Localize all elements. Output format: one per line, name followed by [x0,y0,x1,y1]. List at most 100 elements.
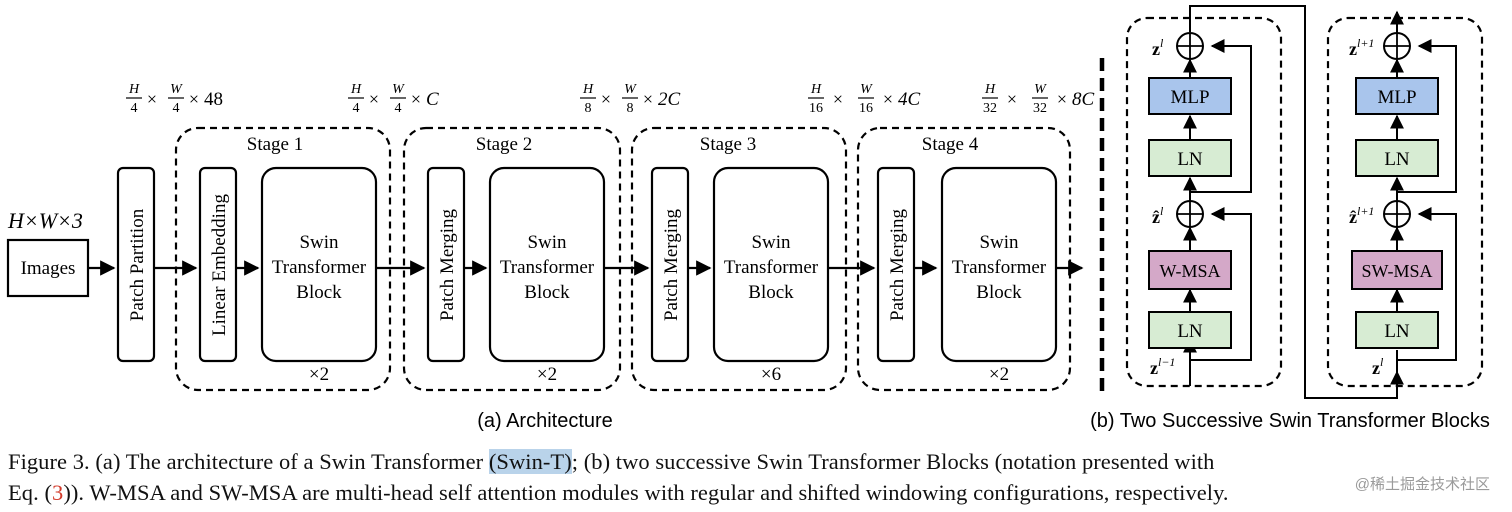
swin-block-1-line2: Transformer [272,257,367,278]
patch-merging-3-label: Patch Merging [661,208,682,321]
caption-part3: Eq. ( [8,480,52,505]
left-residual-2 [1190,39,1252,193]
linear-embedding-label: Linear Embedding [209,194,230,336]
dim-label-1-w-num: W [170,82,183,97]
dim-label-1-channels: 48 [204,89,223,110]
watermark: @稀土掘金技术社区 [1354,476,1490,493]
dim-label-5-h-num: H [984,82,996,97]
left-residual-1 [1190,207,1252,361]
images-box [6,238,90,298]
stage-4-label: Stage 4 [922,134,979,155]
dim-label-1-times1: × [147,89,157,109]
swin-block-1-line1: Swin [299,232,339,253]
left-mlp-box [1148,77,1232,115]
right-residual-2 [1397,39,1457,193]
swin-block-4-line1: Swin [979,232,1019,253]
patch-merging-2-box [426,166,466,363]
left-ln-top [1148,139,1232,177]
dim-label-5-w-den: 32 [1033,101,1047,116]
figure-caption: Figure 3. (a) The architecture of a Swin… [8,446,1508,508]
swin-block-1 [260,166,378,363]
dim-label-3-w-num: W [624,82,637,97]
connector-between-blocks [1189,5,1404,399]
dim-label-1-h-num: H [128,82,140,97]
swin-block-2 [488,166,606,363]
patch-partition-label: Patch Partition [127,208,148,321]
stage-1-repeat: ×2 [309,364,329,385]
dim-label-2-times2: × [411,89,421,109]
right-ln-bottom-label: LN [1384,321,1410,342]
dim-label-2-channels: C [426,89,439,110]
left-ln-bottom [1148,311,1232,349]
right-ln-top-label: LN [1384,149,1410,170]
stage-2-container [402,126,622,392]
subcaption-a: (a) Architecture [477,410,613,432]
input-size-label: H×W×3 [7,208,83,233]
swin-block-4 [940,166,1058,363]
dim-label-2-w-den: 4 [395,101,402,116]
stage-1-label: Stage 1 [247,134,303,155]
caption-swin-t-link[interactable]: (Swin-T) [488,449,572,474]
dim-label-2-h-num: H [350,82,362,97]
swin-block-4-line2: Transformer [952,257,1047,278]
linear-embedding-box [198,166,238,363]
swin-block-3-line3: Block [748,282,794,303]
stage-2-label: Stage 2 [476,134,532,155]
left-z-in: zl−1 [1150,355,1175,378]
dim-label-4-h-den: 16 [809,101,823,116]
left-ln-top-label: LN [1177,149,1203,170]
swin-block-4-line3: Block [976,282,1022,303]
dim-label-1-times2: × [189,89,199,109]
dim-label-2-h-den: 4 [353,101,360,116]
dim-label-3-times1: × [601,89,611,109]
patch-partition-box [116,166,156,363]
dim-label-5-times1: × [1007,89,1017,109]
left-wmsa-label: W-MSA [1159,261,1220,281]
stage-3-container [630,126,848,392]
right-z-out: zl+1 [1349,36,1374,59]
dim-label-4-w-den: 16 [859,101,873,116]
caption-part2: ; (b) two successive Swin Transformer Bl… [571,449,1215,474]
dim-label-3-times2: × [643,89,653,109]
dim-label-5-h-den: 32 [983,101,997,116]
patch-merging-4-label: Patch Merging [887,208,908,321]
dim-label-2-times1: × [369,89,379,109]
dim-label-4-h-num: H [810,82,822,97]
dim-label-2-w-num: W [392,82,405,97]
left-z-mid: ẑl [1152,204,1164,227]
dim-label-3-h-num: H [582,82,594,97]
right-swmsa-box [1351,250,1443,290]
right-mlp-label: MLP [1377,87,1416,108]
stage-3-repeat: ×6 [761,364,781,385]
dim-label-3-h-den: 8 [585,101,592,116]
left-mlp-label: MLP [1170,87,1209,108]
patch-merging-2-label: Patch Merging [437,208,458,321]
right-residual-1 [1397,207,1457,361]
right-z-in: zl [1372,355,1384,378]
swin-block-2-line1: Swin [527,232,567,253]
left-ln-bottom-label: LN [1177,321,1203,342]
subcaption-b: (b) Two Successive Swin Transformer Bloc… [1090,410,1490,432]
patch-merging-4-box [876,166,916,363]
dim-label-5-times2: × [1057,89,1067,109]
stage-4-container [856,126,1072,392]
swin-block-2-line2: Transformer [500,257,595,278]
swin-block-3-line2: Transformer [724,257,819,278]
dim-label-4-w-num: W [860,82,873,97]
dim-label-4-times1: × [833,89,843,109]
swin-block-2-line3: Block [524,282,570,303]
caption-eq-ref-link[interactable]: 3 [52,480,64,505]
right-z-mid: ẑl+1 [1349,204,1374,227]
caption-part4: )). W-MSA and SW-MSA are multi-head self… [63,480,1229,505]
caption-part1: Figure 3. (a) The architecture of a Swin… [8,449,489,474]
dim-label-3-w-den: 8 [627,101,634,116]
swin-block-1-line3: Block [296,282,342,303]
patch-merging-3-box [650,166,690,363]
swin-block-3-line1: Swin [751,232,791,253]
stage-2-repeat: ×2 [537,364,557,385]
right-swmsa-label: SW-MSA [1361,261,1432,281]
stage-4-repeat: ×2 [989,364,1009,385]
